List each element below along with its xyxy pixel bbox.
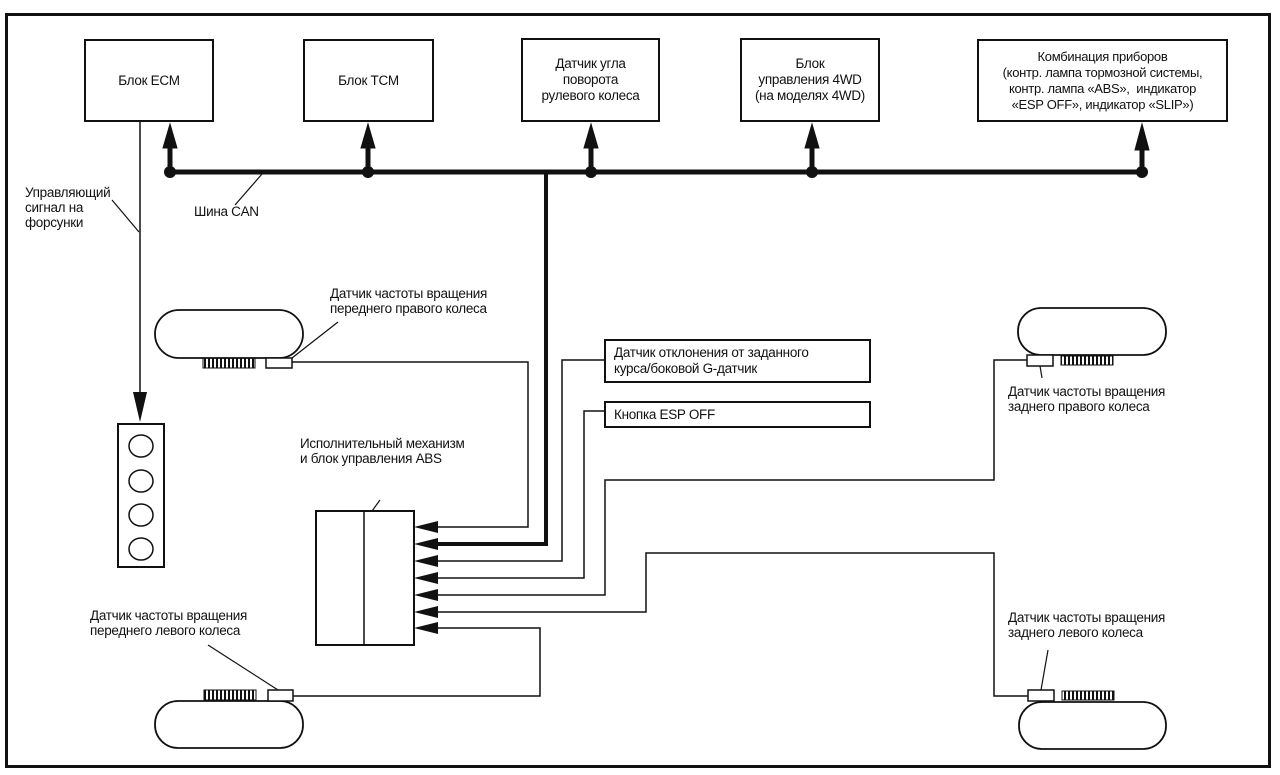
injector-circles: [128, 434, 154, 561]
arrowhead-4wd-icon: [804, 122, 820, 149]
module-steering-label: Датчик угла поворота рулевого колеса: [541, 56, 640, 103]
arrowhead-in-1-icon: [414, 521, 438, 533]
abs-unit: [315, 510, 415, 646]
arrowhead-tcm-icon: [360, 122, 376, 149]
module-instrument-cluster: Комбинация приборов (контр. лампа тормоз…: [977, 39, 1228, 122]
arrowhead-ecm-icon: [162, 122, 178, 149]
sensor-rear-left-label: Датчик частоты вращения заднего левого к…: [1008, 610, 1165, 640]
tone-ring-front-right: [202, 357, 256, 369]
module-4wd-label: Блок управления 4WD (на моделях 4WD): [754, 56, 866, 103]
arrowhead-cluster-icon: [1134, 122, 1150, 151]
wire-rear-right: [438, 359, 1027, 596]
injector-3: [128, 503, 154, 527]
module-tcm: Блок TCM: [303, 39, 434, 122]
sensor-rear-right-label: Датчик частоты вращения заднего правого …: [1008, 384, 1165, 414]
wire-esp-off: [438, 410, 607, 579]
wire-rear-left: [438, 552, 1028, 697]
arrowhead-steering-icon: [583, 122, 599, 149]
injector-1: [128, 434, 154, 458]
abs-input-wires: [292, 359, 1028, 697]
injector-2: [128, 469, 154, 493]
tone-ring-front-left: [203, 689, 257, 701]
wire-front-left: [293, 627, 541, 697]
abs-input-arrowheads: [414, 521, 438, 634]
can-up-arrows: [162, 122, 1150, 172]
can-bus-label: Шина CAN: [194, 204, 259, 219]
yaw-sensor-label: Датчик отклонения от заданного курса/бок…: [614, 345, 809, 376]
arrowhead-in-5-icon: [414, 589, 438, 601]
tire-front-right: [154, 309, 304, 359]
leader-rear-right: [1039, 365, 1043, 379]
tire-rear-left: [1018, 701, 1167, 750]
arrowhead-in-3-icon: [414, 555, 438, 567]
arrowhead-in-6-icon: [414, 606, 438, 618]
module-ecm-label: Блок ECM: [118, 72, 180, 88]
module-steering-angle-sensor: Датчик угла поворота рулевого колеса: [521, 38, 660, 122]
can-to-abs-line: [438, 172, 548, 546]
arrowhead-in-4-icon: [414, 572, 438, 584]
sensor-front-left: [267, 689, 294, 702]
arrowhead-in-7-icon: [414, 622, 438, 634]
abs-unit-label: Исполнительный механизм и блок управлени…: [300, 436, 465, 466]
diagram-frame: [5, 13, 1271, 768]
leader-abs: [371, 499, 381, 512]
wire-front-right: [292, 361, 529, 528]
sensor-front-left-label: Датчик частоты вращения переднего левого…: [90, 608, 247, 638]
leader-rear-left: [1040, 649, 1049, 691]
tone-ring-rear-right: [1060, 355, 1114, 366]
sensor-rear-right: [1026, 354, 1054, 367]
arrowhead-in-2-icon: [414, 538, 438, 550]
injector-block: [117, 423, 165, 568]
wheel-rear-right: [1017, 307, 1167, 367]
wheel-front-left: [154, 689, 304, 749]
module-ecm: Блок ECM: [84, 39, 214, 122]
can-label-leader: [234, 173, 263, 206]
esp-off-label: Кнопка ESP OFF: [614, 406, 715, 422]
leader-front-right: [291, 321, 339, 359]
leader-front-left: [207, 644, 279, 691]
injector-label-leader: [111, 199, 140, 233]
tone-ring-rear-left: [1061, 690, 1115, 701]
injector-signal-label: Управляющий сигнал на форсунки: [25, 185, 111, 230]
sensor-front-right: [265, 357, 293, 369]
wire-yaw: [438, 359, 607, 562]
arrowhead-injectors-icon: [133, 392, 147, 422]
tire-front-left: [154, 700, 304, 749]
module-4wd: Блок управления 4WD (на моделях 4WD): [740, 38, 880, 122]
wheel-rear-left: [1018, 689, 1167, 750]
injector-4: [128, 537, 154, 561]
tire-rear-right: [1017, 307, 1167, 356]
yaw-sensor-box: Датчик отклонения от заданного курса/бок…: [604, 339, 871, 383]
sensor-rear-left: [1027, 689, 1055, 702]
wheel-front-right: [154, 309, 304, 369]
module-cluster-label: Комбинация приборов (контр. лампа тормоз…: [1002, 48, 1203, 112]
esp-off-button-box: Кнопка ESP OFF: [604, 401, 871, 428]
module-tcm-label: Блок TCM: [338, 72, 399, 88]
sensor-front-right-label: Датчик частоты вращения переднего правог…: [330, 286, 487, 316]
